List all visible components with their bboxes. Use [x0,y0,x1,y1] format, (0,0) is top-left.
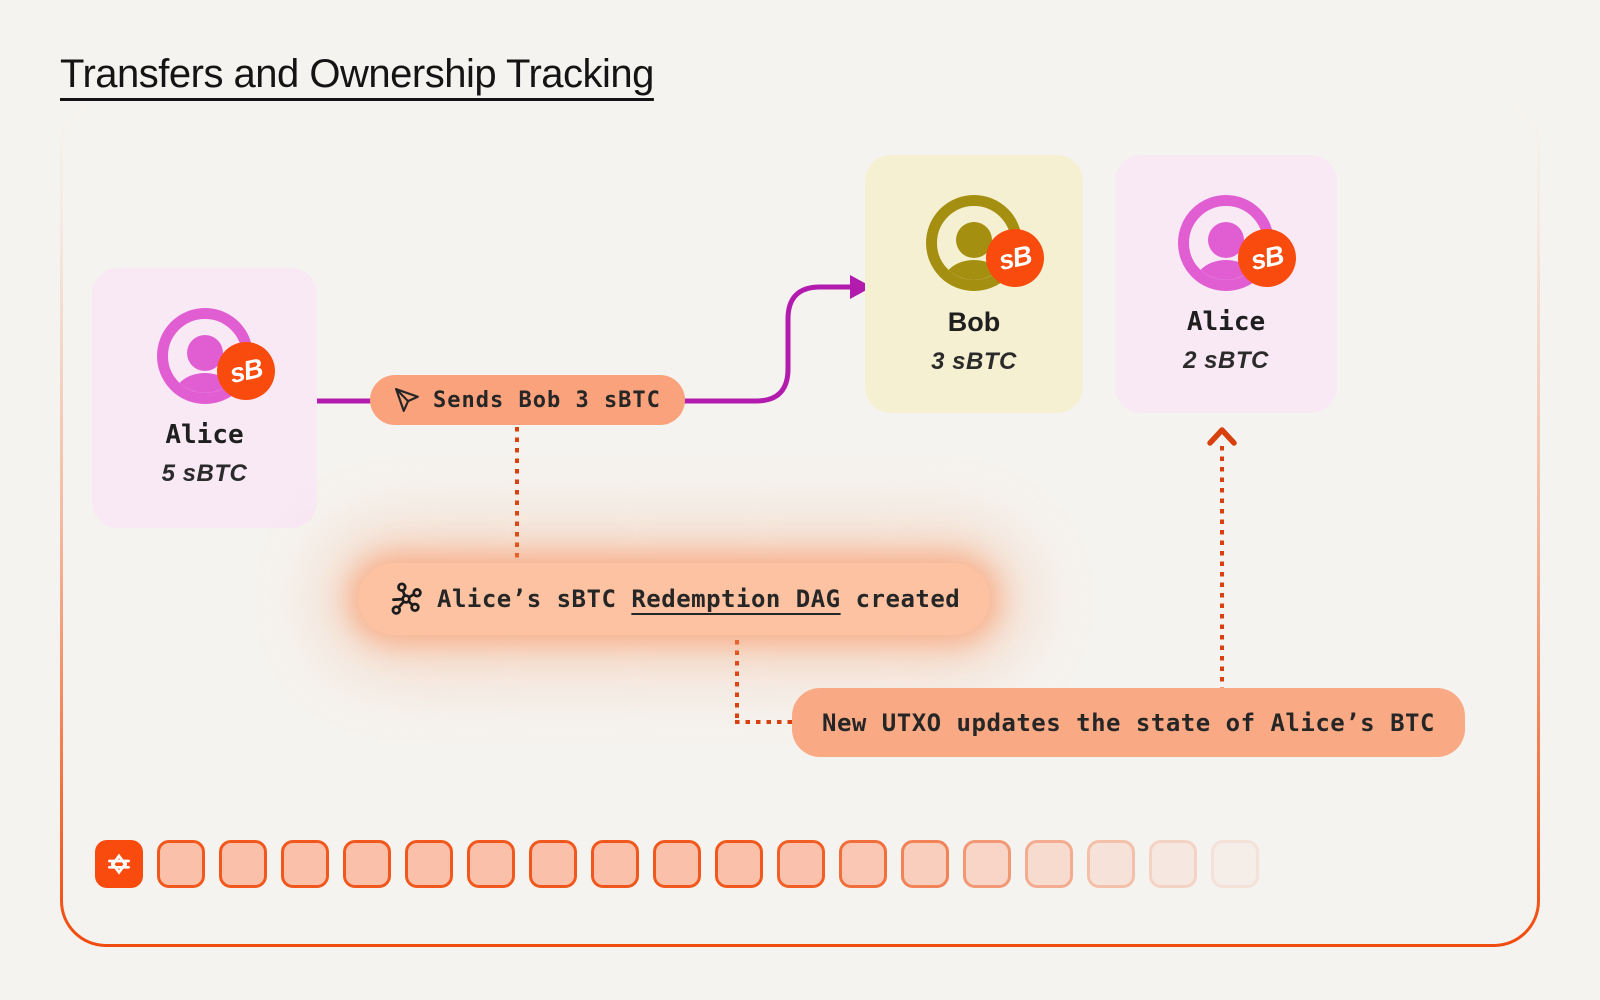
block [529,840,577,888]
block [777,840,825,888]
send-icon [395,388,419,412]
block [281,840,329,888]
block [157,840,205,888]
dotted-connector-dag-to-utxo [735,720,792,724]
block [343,840,391,888]
utxo-pill: New UTXO updates the state of Alice’s BT… [792,688,1465,757]
person-balance: 2 sBTC [1183,347,1269,374]
block [653,840,701,888]
dotted-connector-send-to-dag [515,427,519,563]
block [405,840,453,888]
block [1149,840,1197,888]
avatar-alice-after: sB [1178,195,1302,293]
transfer-pill-label: Sends Bob 3 sBTC [433,387,661,413]
block [1087,840,1135,888]
block [219,840,267,888]
stacks-block [95,840,143,888]
stacks-icon [108,853,130,875]
block [963,840,1011,888]
person-name: Alice [1186,307,1266,337]
block [839,840,887,888]
person-name: Bob [947,307,1001,337]
card-alice-after: sB Alice 2 sBTC [1115,155,1337,413]
avatar-bob: sB [926,195,1050,293]
card-bob: sB Bob 3 sBTC [865,155,1083,413]
block-row [95,840,1259,888]
block [1211,840,1259,888]
card-alice-before: sB Alice 5 sBTC [92,268,317,528]
block [715,840,763,888]
dag-note-text: Alice’s sBTC Redemption DAG created [437,585,961,613]
person-balance: 5 sBTC [161,460,248,487]
redemption-dag-link[interactable]: Redemption DAG [631,585,841,613]
block [901,840,949,888]
utxo-pill-label: New UTXO updates the state of Alice’s BT… [822,708,1435,737]
person-name: Alice [165,420,244,450]
dag-created-pill: Alice’s sBTC Redemption DAG created [358,563,991,635]
dag-icon [391,582,422,615]
page-title: Transfers and Ownership Tracking [60,52,654,96]
block [591,840,639,888]
dotted-connector-utxo-to-alice [1220,446,1224,688]
avatar-alice-before: sB [156,308,280,406]
dotted-arrowhead-up-icon [1207,427,1237,446]
block [467,840,515,888]
dotted-connector-dag-down [735,640,739,722]
person-balance: 3 sBTC [931,348,1017,375]
block [1025,840,1073,888]
transfer-pill: Sends Bob 3 sBTC [370,375,685,425]
